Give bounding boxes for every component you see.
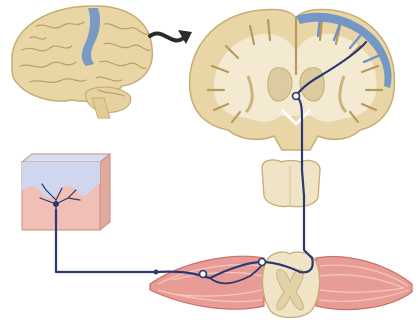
spinal-segment bbox=[150, 252, 412, 317]
curved-arrow-icon bbox=[150, 30, 192, 44]
skin-block-side bbox=[100, 154, 110, 230]
spinal-synapse-neuron bbox=[259, 259, 266, 266]
skin-block-top bbox=[22, 154, 110, 162]
dorsal-root-ganglion-neuron bbox=[200, 271, 207, 278]
nerve-ending-bulb bbox=[53, 201, 59, 207]
muscle-right bbox=[316, 257, 412, 310]
thalamic-neuron bbox=[293, 93, 300, 100]
skin-block bbox=[22, 154, 110, 230]
brain-coronal-section bbox=[190, 9, 395, 150]
brain-lateral-view bbox=[12, 6, 152, 118]
brainstem-segment bbox=[262, 160, 320, 207]
skin-nerve-terminal bbox=[154, 270, 159, 275]
